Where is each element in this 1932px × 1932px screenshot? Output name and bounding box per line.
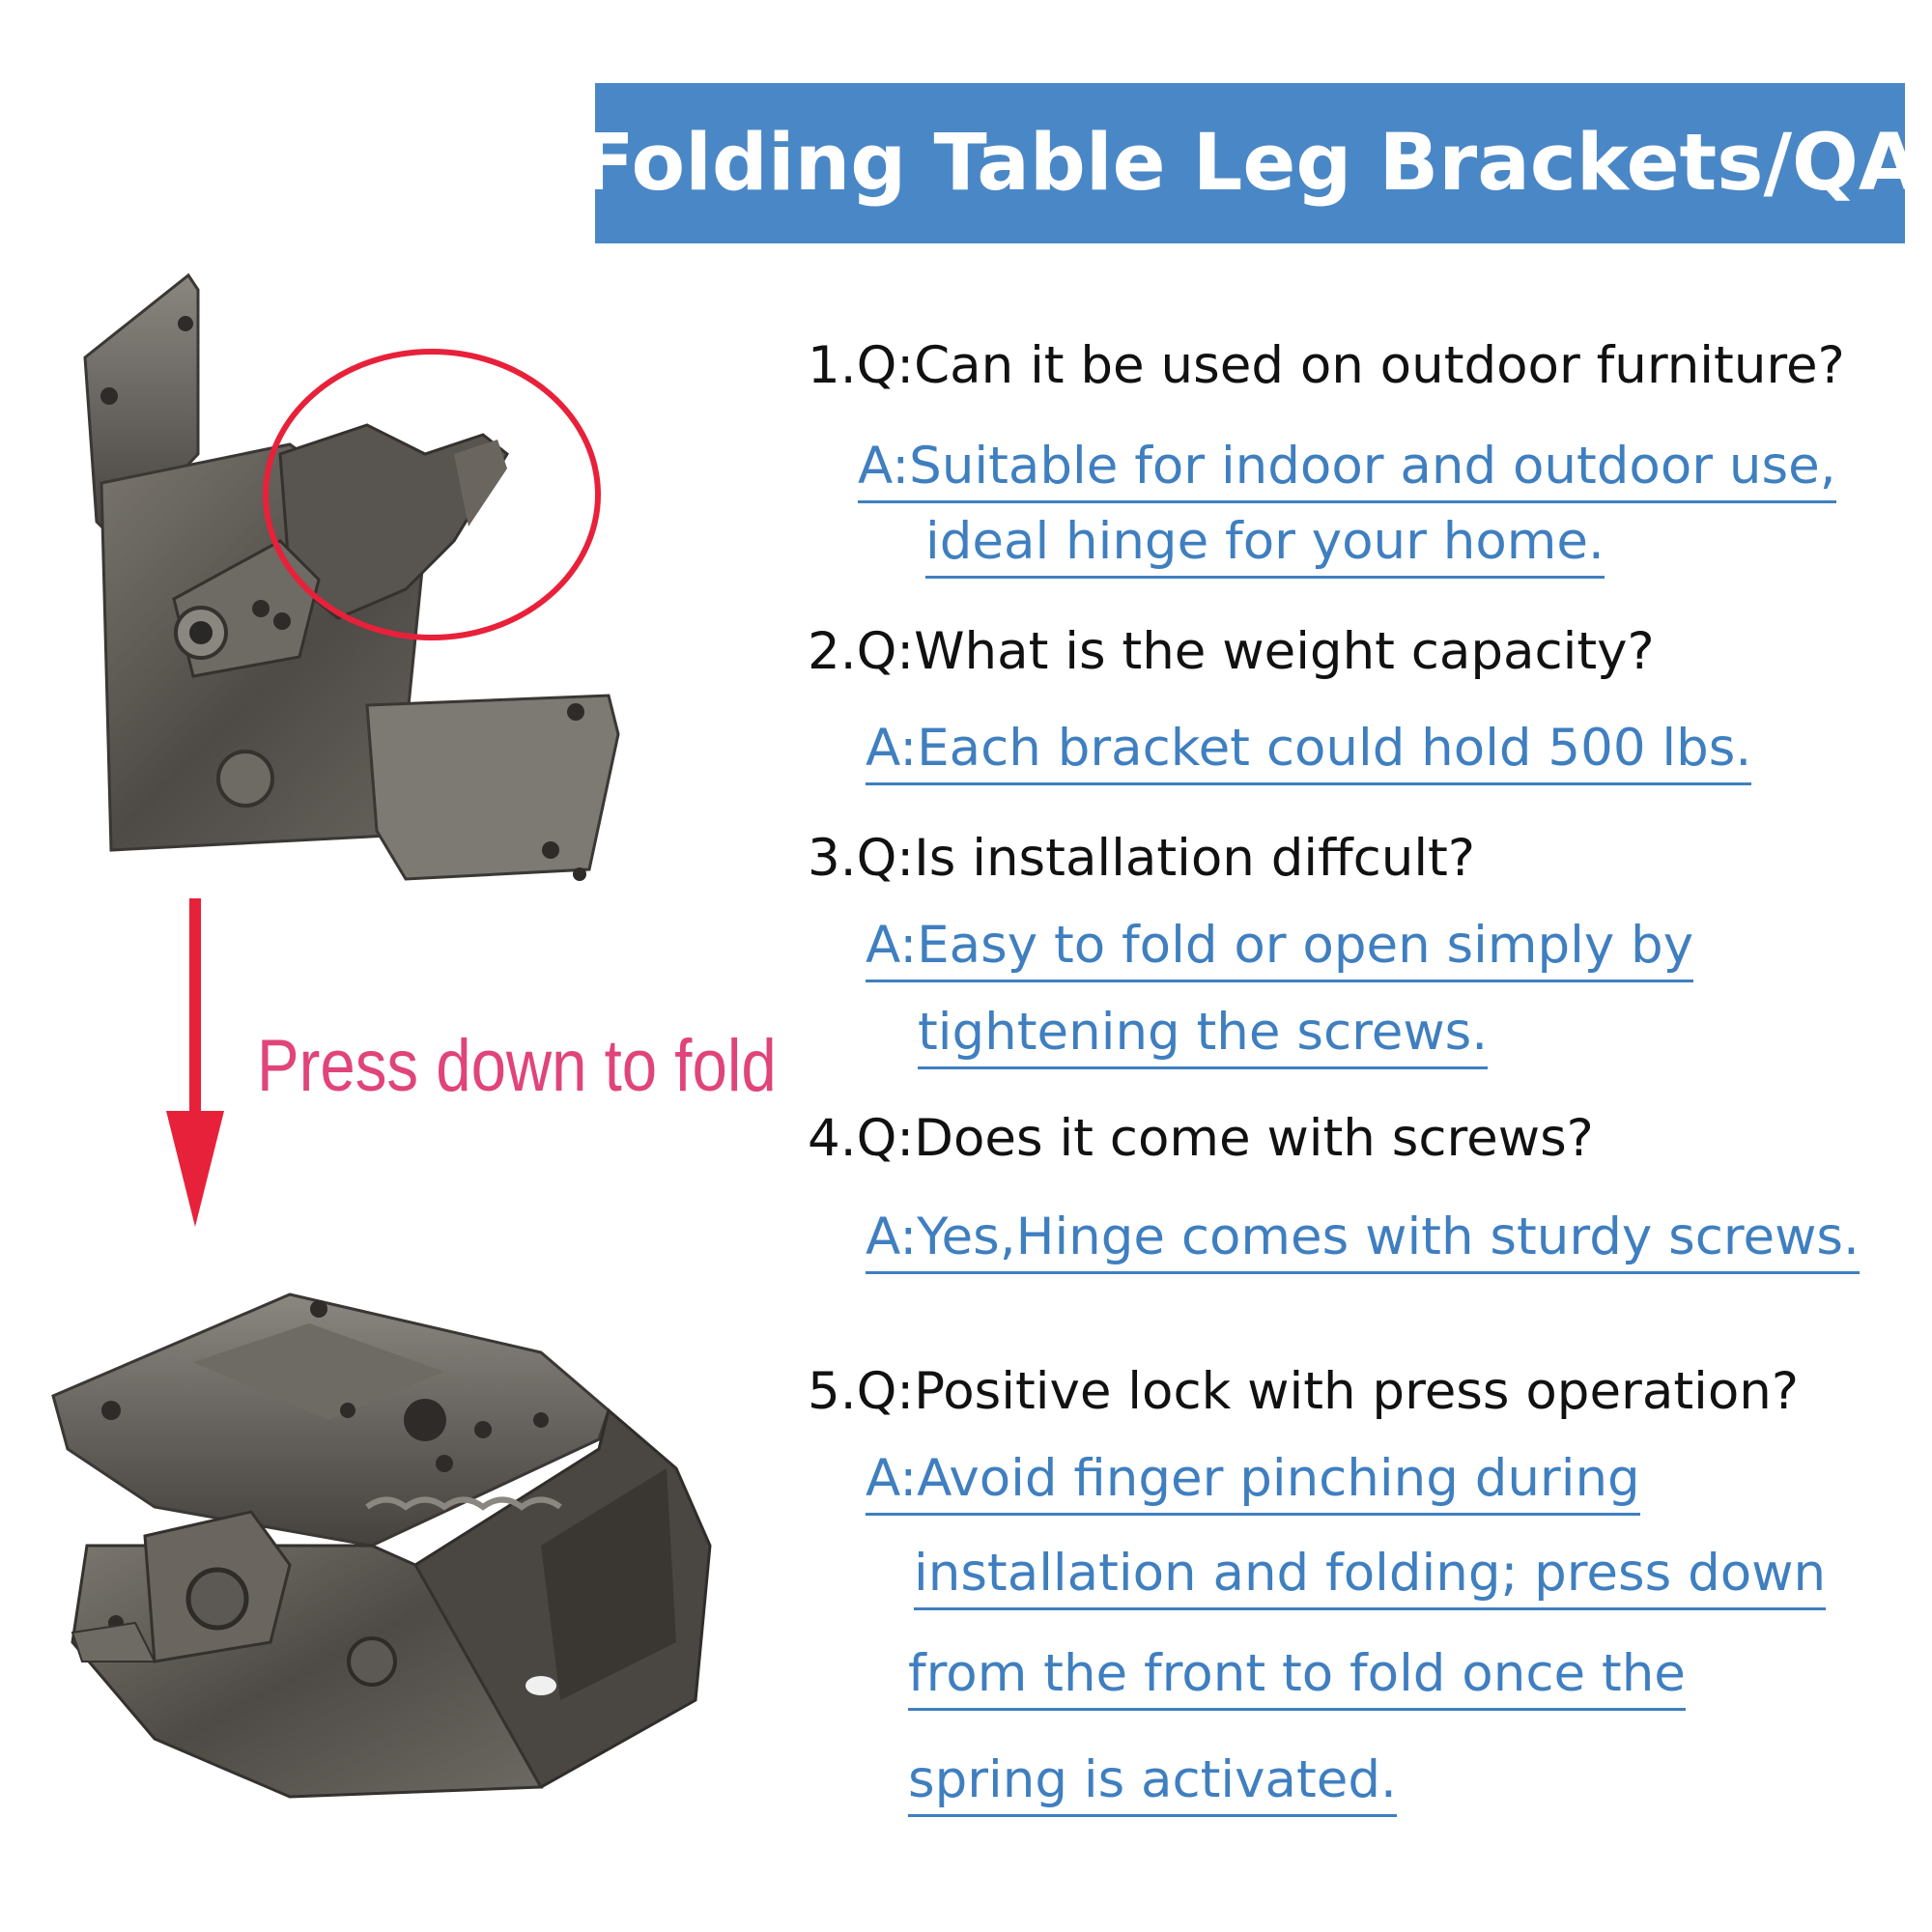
fold-arrow-icon (166, 898, 224, 1227)
highlight-circle (263, 349, 601, 640)
bracket-folded-image (51, 1293, 712, 1799)
answer-1-line-2: ideal hinge for your home. (925, 508, 1605, 579)
answer-5-line-3: from the front to fold once the (908, 1640, 1686, 1711)
question-5: 5.Q:Positive lock with press operation? (808, 1362, 1799, 1421)
press-down-label: Press down to fold (257, 1025, 777, 1107)
page-title-banner: Folding Table Leg Brackets/QA (581, 83, 1919, 243)
question-1: 1.Q:Can it be used on outdoor furniture? (808, 336, 1845, 395)
bracket-unfolded-image (83, 272, 620, 881)
question-3: 3.Q:Is installation diffcult? (808, 829, 1475, 888)
answer-5-line-2: installation and folding; press down (914, 1540, 1827, 1610)
answer-1-line-1: A:Suitable for indoor and outdoor use, (858, 433, 1836, 503)
answer-5-line-4: spring is activated. (908, 1747, 1397, 1817)
page-title: Folding Table Leg Brackets/QA (581, 118, 1919, 209)
question-4: 4.Q:Does it come with screws? (808, 1109, 1594, 1168)
answer-5-line-1: A:Avoid finger pinching during (866, 1445, 1640, 1516)
answer-3-line-1: A:Easy to fold or open simply by (866, 912, 1694, 982)
answer-4-line-1: A:Yes,Hinge comes with sturdy screws. (866, 1204, 1860, 1274)
answer-3-line-2: tightening the screws. (918, 999, 1489, 1069)
question-2: 2.Q:What is the weight capacity? (808, 622, 1655, 681)
answer-2-line-1: A:Each bracket could hold 500 lbs. (866, 715, 1752, 785)
